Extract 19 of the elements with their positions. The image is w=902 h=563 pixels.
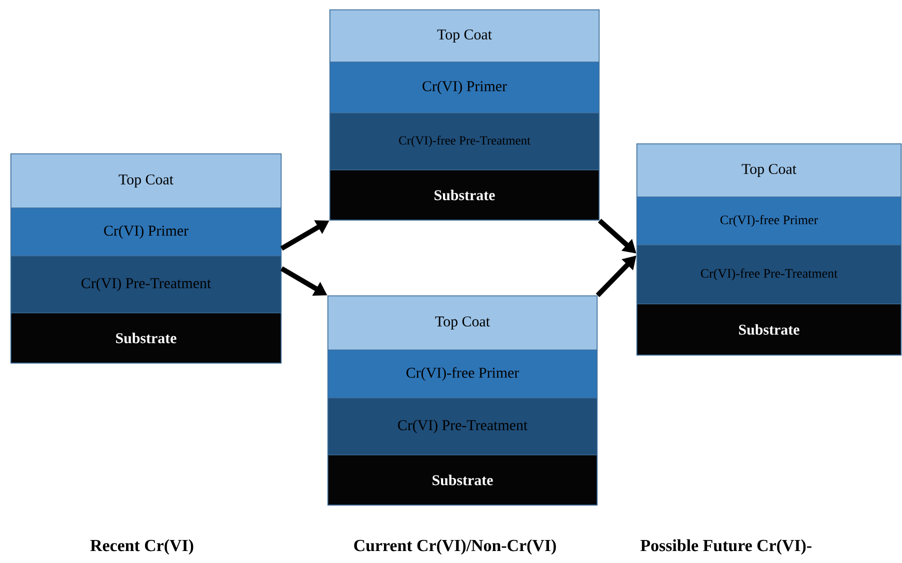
coating-layer: Substrate xyxy=(636,304,902,356)
coating-layer: Cr(VI) Pre-Treatment xyxy=(328,398,598,456)
coating-layer: Cr(VI)-free Pre-Treatment xyxy=(330,112,600,170)
coating-layer: Top Coat xyxy=(328,296,598,350)
coating-layer: Cr(VI)-free Pre-Treatment xyxy=(636,244,902,304)
coating-layer: Top Coat xyxy=(10,154,282,208)
coating-layer: Top Coat xyxy=(330,10,600,62)
coating-layer: Substrate xyxy=(330,170,600,220)
coating-layer: Cr(VI)-free Primer xyxy=(636,196,902,246)
coating-layer: Cr(VI)-free Primer xyxy=(328,350,598,398)
coating-layer: Top Coat xyxy=(636,144,902,198)
column-caption: Possible Future Cr(VI)- xyxy=(640,539,812,555)
coating-layer: Cr(VI) Primer xyxy=(10,208,282,256)
column-caption: Recent Cr(VI) xyxy=(90,539,194,555)
coating-layer: Cr(VI) Primer xyxy=(330,62,600,114)
coating-layer: Cr(VI) Pre-Treatment xyxy=(10,256,282,314)
column-caption: Current Cr(VI)/Non-Cr(VI) xyxy=(354,539,556,555)
coating-layer: Substrate xyxy=(10,312,282,364)
coating-layer: Substrate xyxy=(328,454,598,506)
